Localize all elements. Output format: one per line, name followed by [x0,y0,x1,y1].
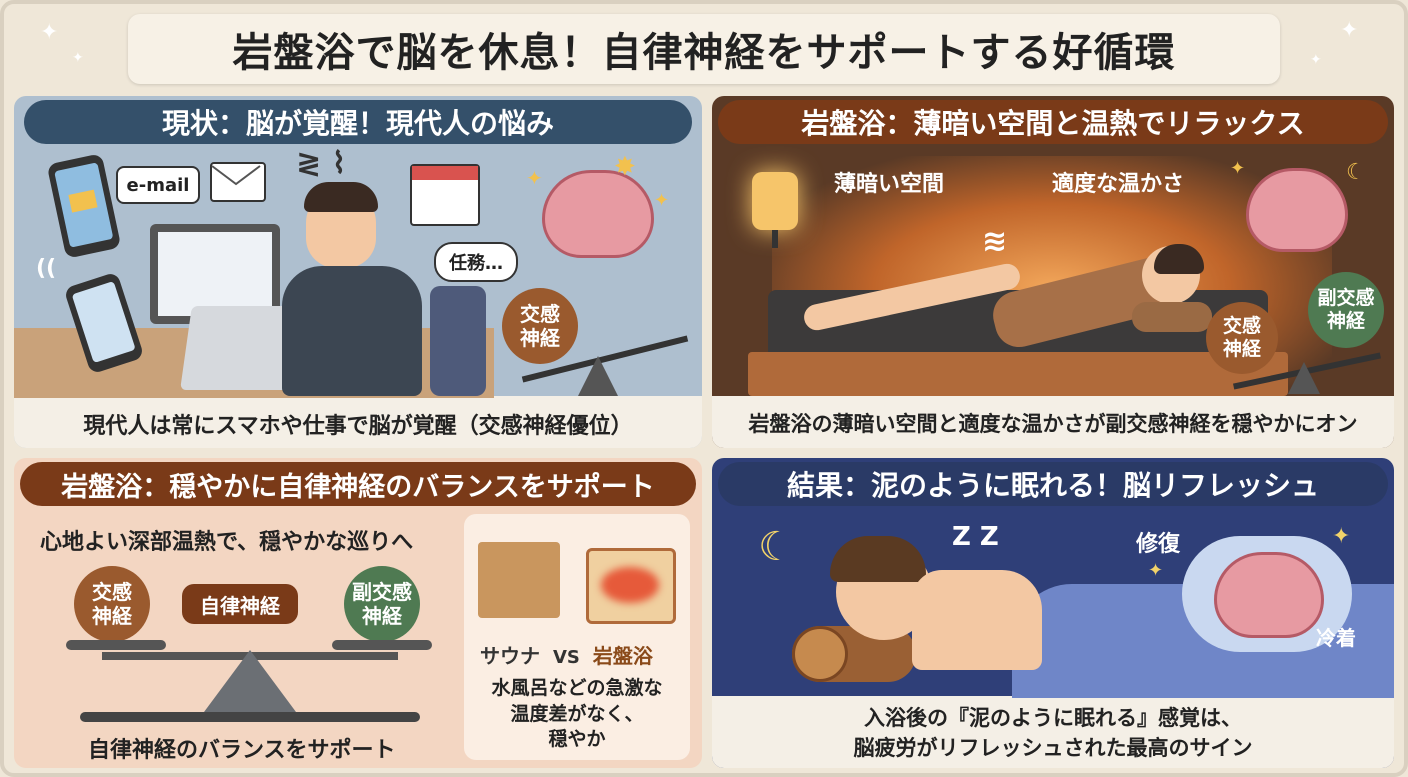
sympathetic-nerve-badge: 交感 神経 [74,566,150,642]
panel-current-state: 現状：脳が覚醒！現代人の悩み (( e-mail ≷ ⌇ 任務… ✸ ✦ ✦ 交… [14,96,702,448]
man-suit [282,266,422,396]
comparison-box: サウナ VS 岩盤浴 水風呂などの急激な 温度差がなく、 穏やか [464,514,690,760]
panel-caption: 自律神経のバランスをサポート [88,738,396,763]
panel-caption: 現代人は常にスマホや仕事で脳が覚醒（交感神経優位） [83,414,633,439]
panel-header: 岩盤浴：穏やかに自律神経のバランスをサポート [20,462,696,506]
autonomic-nerve-label: 自律神経 [182,584,298,624]
seesaw-fulcrum [578,356,618,396]
speech-bubble: 任務… [434,242,518,282]
man-hair [304,182,378,212]
scale-pan-left [66,640,166,650]
stress-icon: ≷ ⌇ [296,146,347,181]
pillow [1132,302,1212,332]
panel-subtitle: 心地よい深部温熱で、穏やかな巡りへ [40,530,414,555]
sparkle-icon: ✦ [72,50,84,66]
mail-icon [210,162,266,202]
log-pillow [792,626,916,682]
repair-label: 修復 [1136,532,1181,557]
sparkle-icon: ✸ [614,152,636,182]
page-title: 岩盤浴で脳を休息！自律神経をサポートする好循環 [232,30,1176,76]
office-chair [430,286,486,396]
scale-pan-right [332,640,432,650]
smartphone-icon [46,153,122,259]
sympathetic-nerve-badge: 交感 神経 [1206,302,1278,374]
sparkle-icon: ✦ [1148,560,1164,581]
ganbanyoku-bed-icon [586,548,676,624]
panel-header: 現状：脳が覚醒！現代人の悩み [24,100,692,144]
panel-header: 結果：泥のように眠れる！脳リフレッシュ [718,462,1388,506]
ganbanyoku-label: 岩盤浴 [592,644,653,668]
task-bubble-text: 任務… [449,253,503,274]
cool-label: 冷着 [1316,626,1356,650]
caption-bar [14,396,702,448]
brain-icon [1246,168,1348,252]
comparison-text: 水風呂などの急激な 温度差がなく、 穏やか [491,677,663,751]
parasympathetic-nerve-badge: 副交感 神経 [1308,272,1384,348]
vs-label: VS [552,647,580,668]
scale-fulcrum [204,650,296,712]
sleeping-hair [830,536,926,582]
sparkle-icon: ✦ [1230,158,1246,179]
parasympathetic-nerve-badge: 副交感 神経 [344,566,420,642]
title-banner: 岩盤浴で脳を休息！自律神経をサポートする好循環 [128,14,1280,84]
calendar-icon [410,164,480,226]
lamp-stand [772,230,778,248]
panel-caption: 岩盤浴の薄暗い空間と適度な温かさが副交感神経を穏やかにオン [748,412,1358,436]
moon-icon: ☾ [1346,160,1366,185]
sparkle-icon: ✦ [40,20,59,45]
sauna-label: サウナ [480,644,540,668]
bed-frame [748,352,1288,396]
sympathetic-nerve-badge: 交感 神経 [502,288,578,364]
sauna-icon [478,542,560,618]
person-hair [1154,244,1204,274]
zzz-text: Z Z [952,522,999,552]
panel-caption-line1: 入浴後の『泥のように眠れる』感覚は、 [864,706,1242,730]
sleeping-body [912,570,1042,670]
seesaw-fulcrum [1288,362,1320,394]
label-dim-space: 薄暗い空間 [834,172,945,197]
panel-caption-line2: 脳疲労がリフレッシュされた最高のサイン [853,736,1253,760]
sparkle-icon: ✦ [526,166,543,190]
caption-bar [712,396,1394,448]
sparkle-icon: ✦ [1332,524,1351,549]
sparkle-icon: ✦ [654,190,670,211]
panel-ganbanyoku-relax: 岩盤浴：薄暗い空間と温熱でリラックス 薄暗い空間 適度な温かさ ≋ ☾ ✦ 交感… [712,96,1394,448]
label-warmth: 適度な温かさ [1052,172,1185,197]
panel-balance-support: 岩盤浴：穏やかに自律神経のバランスをサポート 心地よい深部温熱で、穏やかな巡りへ… [14,458,702,768]
email-bubble: e-mail [116,166,200,204]
signal-icon: (( [36,256,57,281]
panel-result-sleep: 結果：泥のように眠れる！脳リフレッシュ ☾ Z Z ✦ ✦ 修復 冷着 入浴後の… [712,458,1394,768]
moon-icon: ☾ [758,524,794,570]
steam-icon: ≋ [982,224,1008,259]
sparkle-icon: ✦ [1340,18,1359,43]
lamp-icon [752,172,798,230]
panel-header: 岩盤浴：薄暗い空間と温熱でリラックス [718,100,1388,144]
sparkle-icon: ✦ [1310,52,1322,68]
email-label: e-mail [126,174,190,196]
brain-icon [1214,552,1324,638]
brain-icon [542,170,654,258]
scale-base [80,712,420,722]
caption-bar [712,696,1394,768]
